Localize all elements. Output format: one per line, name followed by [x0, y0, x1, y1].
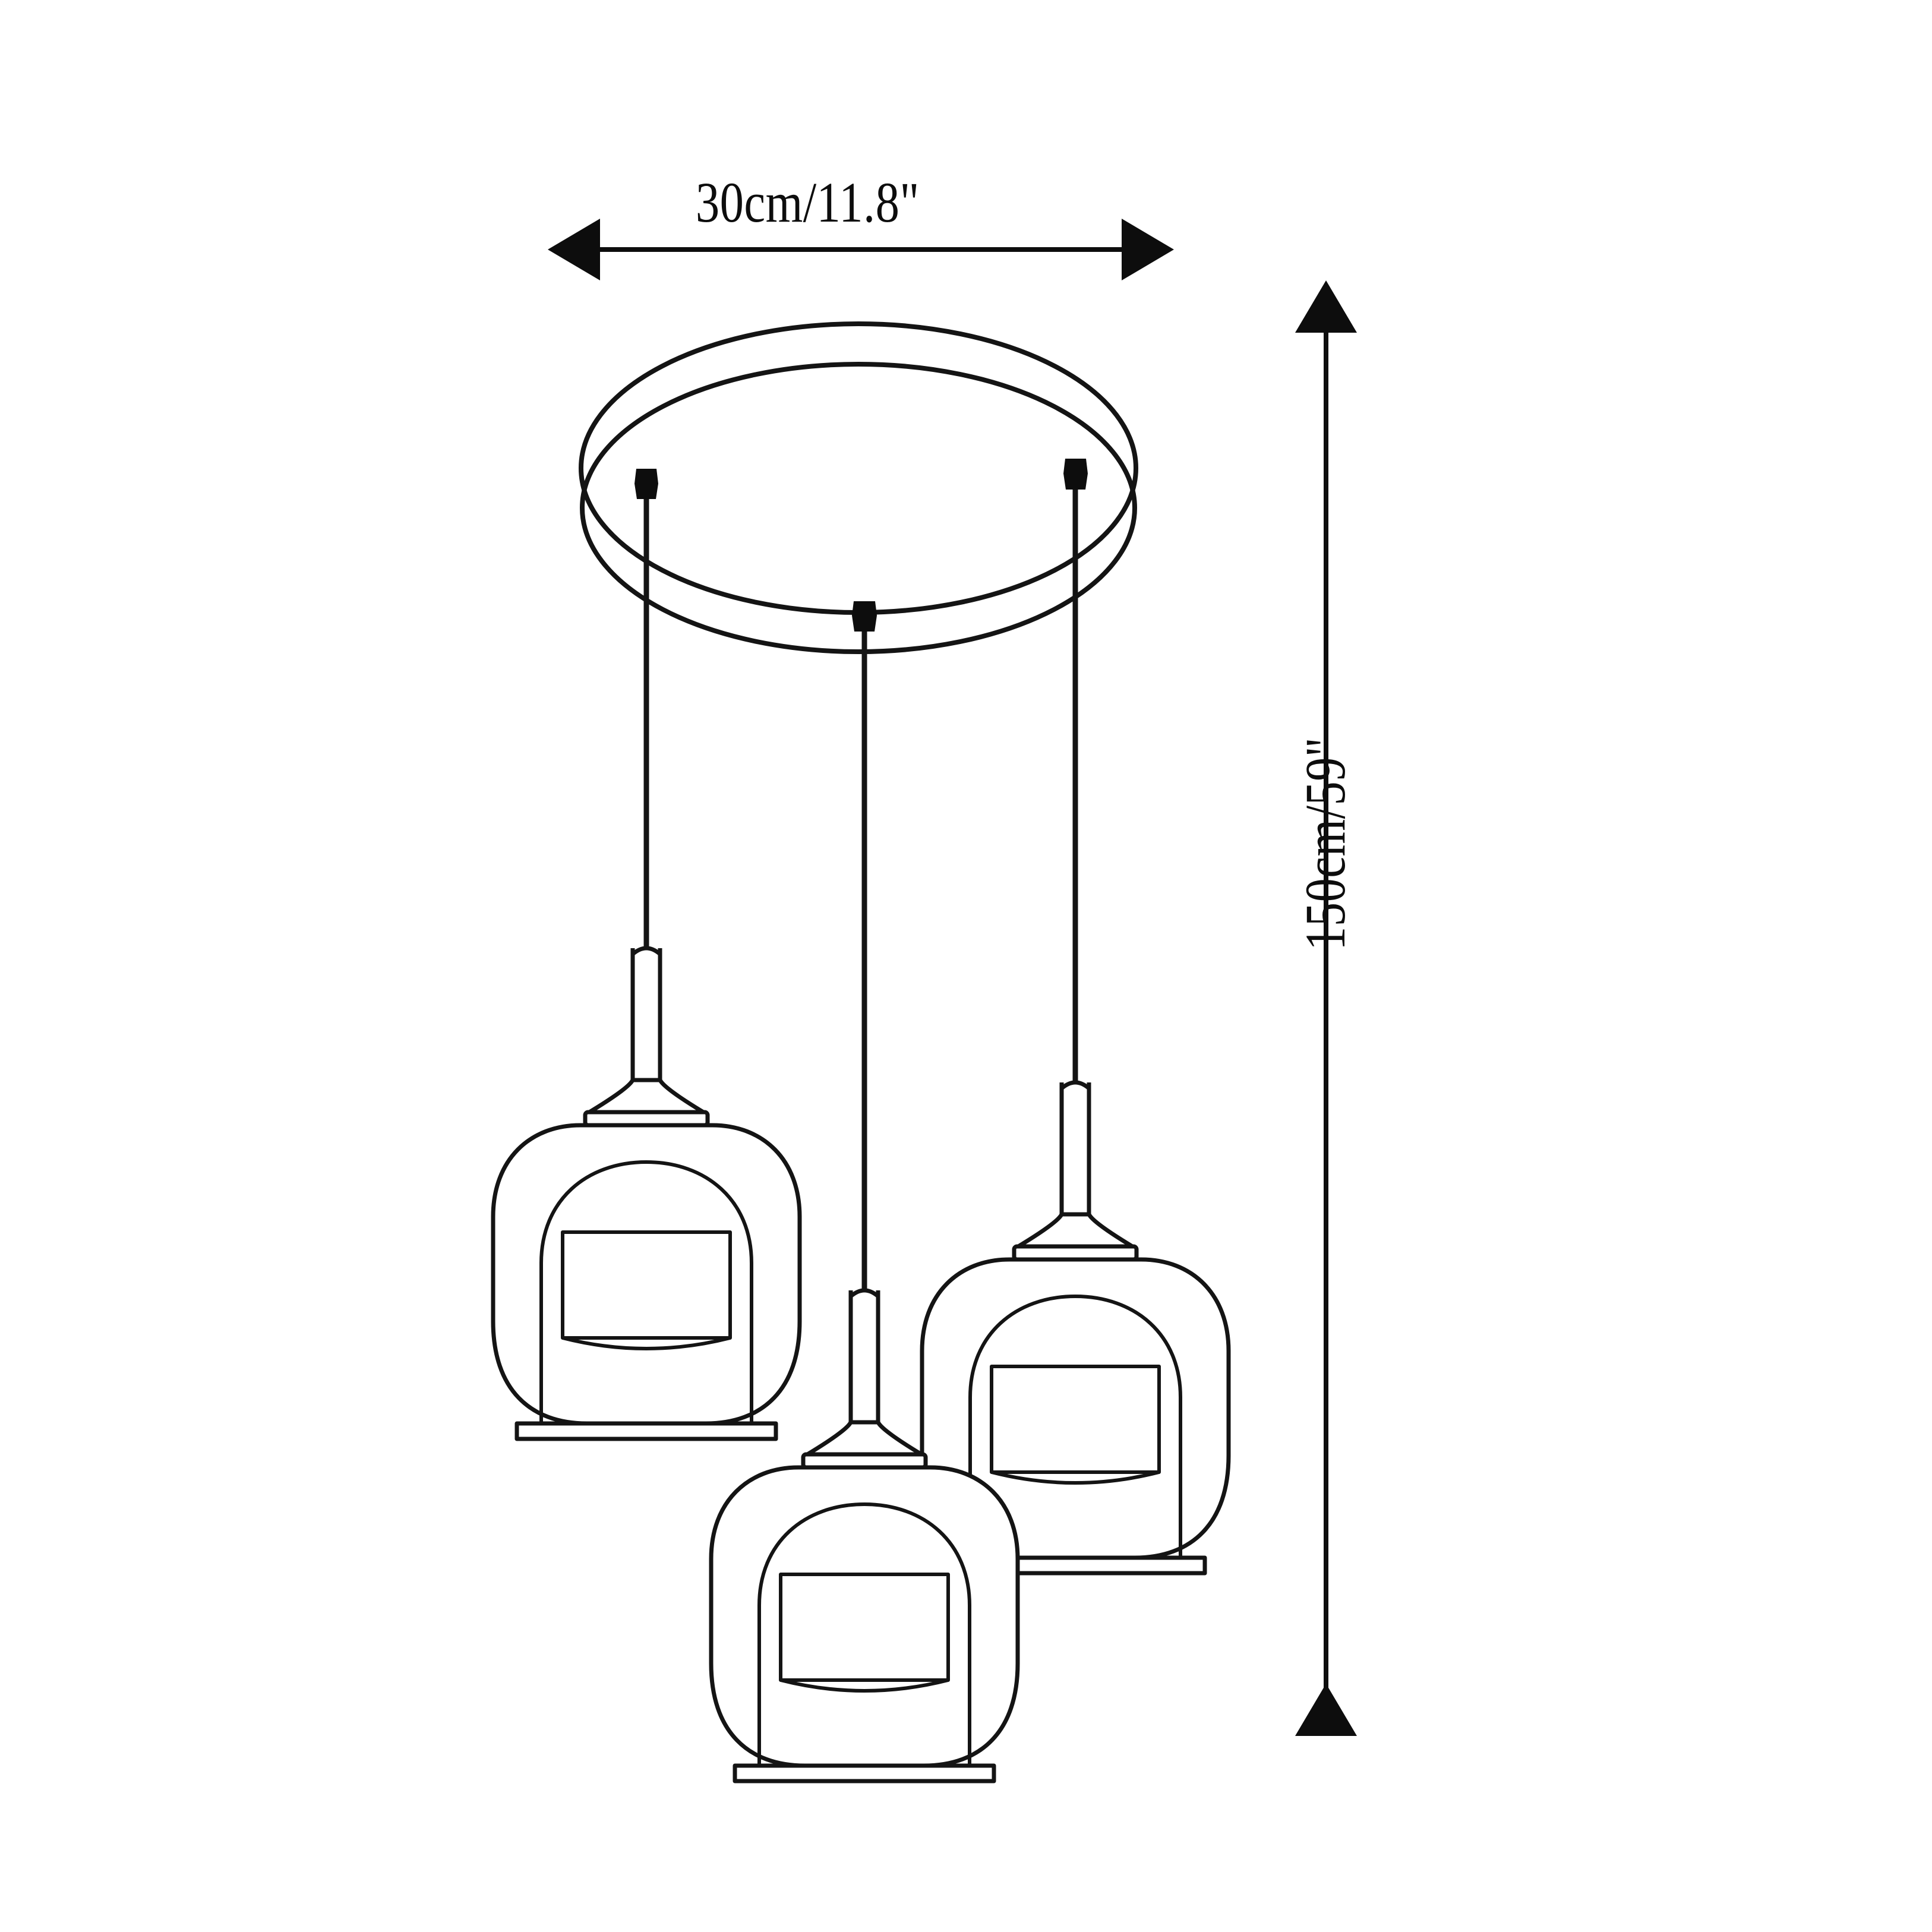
suspension-cables — [643, 475, 1078, 1290]
cord-grip-left — [634, 469, 658, 499]
cord-grip-center — [852, 601, 877, 632]
ceiling-canopy — [579, 321, 1138, 654]
canopy-bottom-rim — [580, 362, 1137, 654]
cord-grip-right — [1063, 459, 1088, 490]
cord-grips — [634, 459, 1088, 632]
width-dimension-label: 30cm/11.8" — [695, 171, 920, 234]
pendant-shade-left — [493, 948, 800, 1439]
height-dimension-label: 150cm/59" — [1293, 737, 1357, 951]
